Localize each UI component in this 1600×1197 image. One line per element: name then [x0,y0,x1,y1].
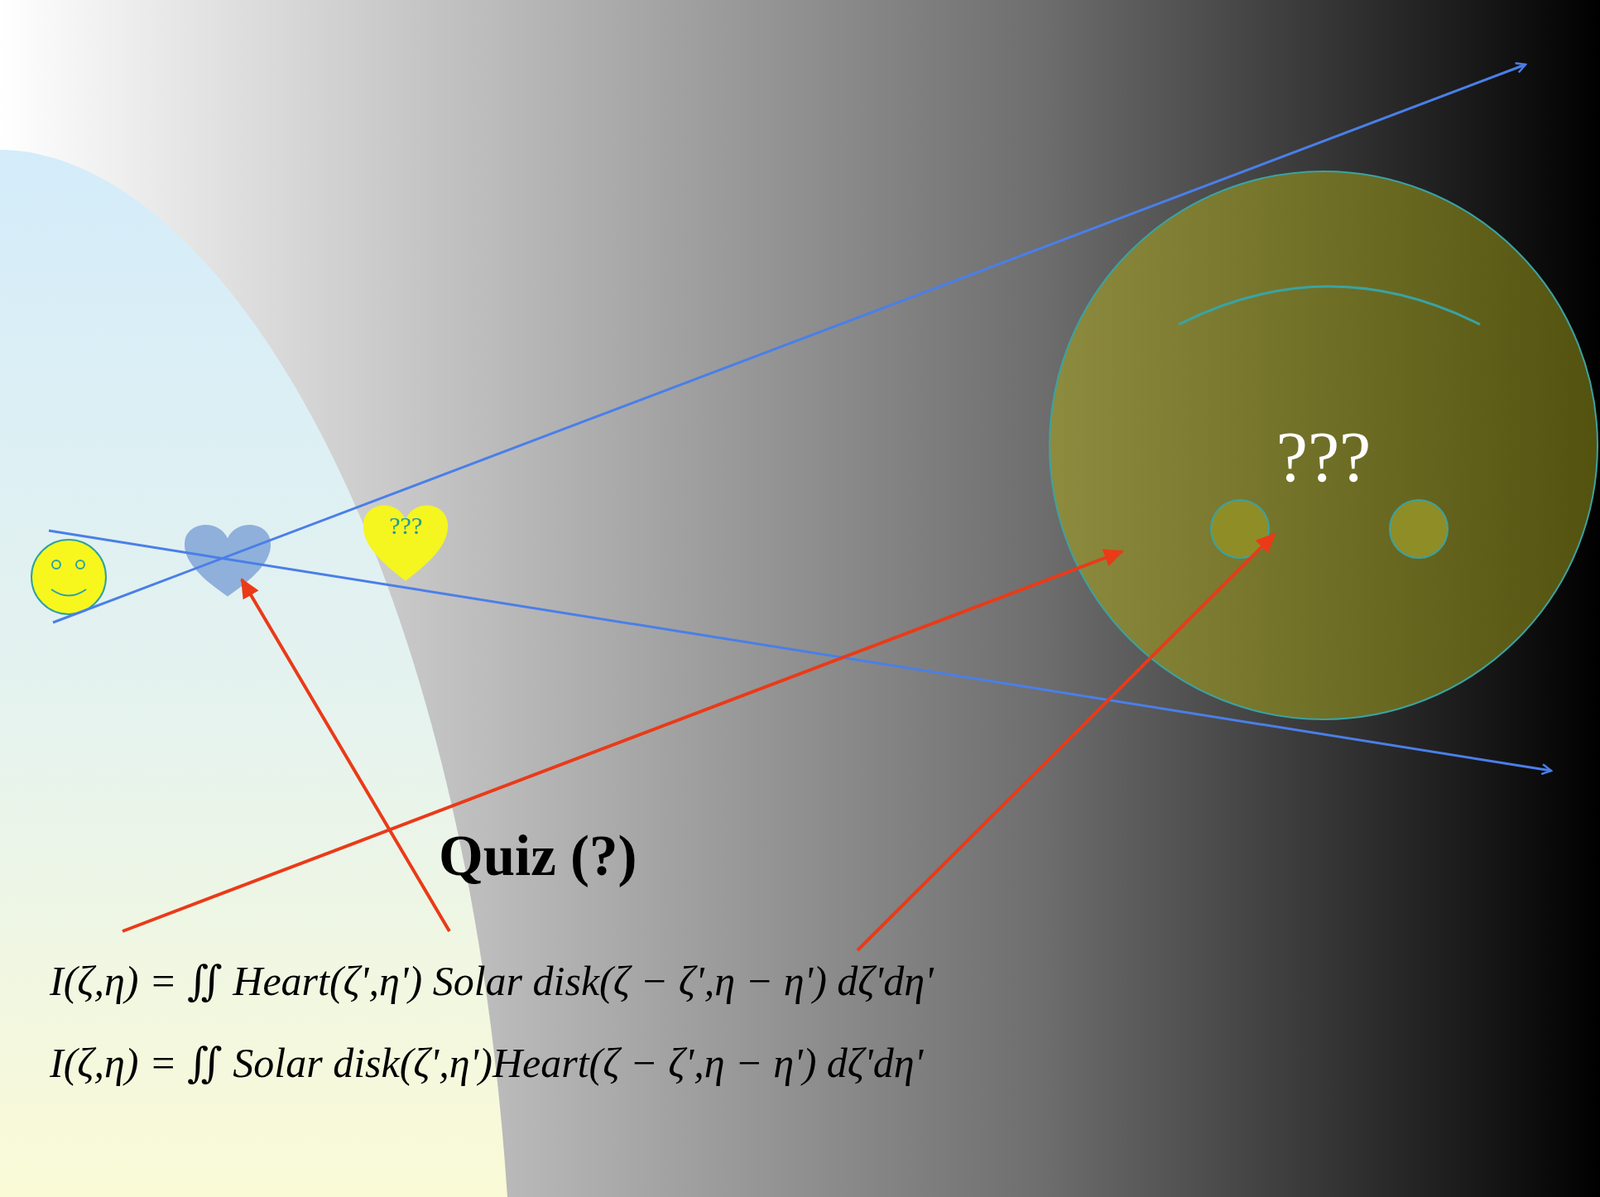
yellow-heart: ??? [360,496,451,584]
leader-arrow [122,551,1123,932]
convolution-equation: I(ζ,η) = ∬ Solar disk(ζ',η')Heart(ζ − ζ'… [49,1037,923,1088]
convolution-equation: I(ζ,η) = ∬ Heart(ζ',η') Solar disk(ζ − ζ… [49,956,934,1006]
leader-arrow [857,533,1275,951]
question-mark-text: ??? [360,511,451,539]
sight-line [48,530,1552,771]
heart-shape [360,496,451,584]
smiley-observer [31,539,106,615]
question-mark-text: ??? [1047,418,1600,497]
quiz-title: Quiz (?) [438,821,638,891]
blue-heart [184,524,271,597]
leader-arrow [241,579,450,932]
solar-disk: ??? [1047,169,1600,721]
sight-line [52,64,1526,623]
